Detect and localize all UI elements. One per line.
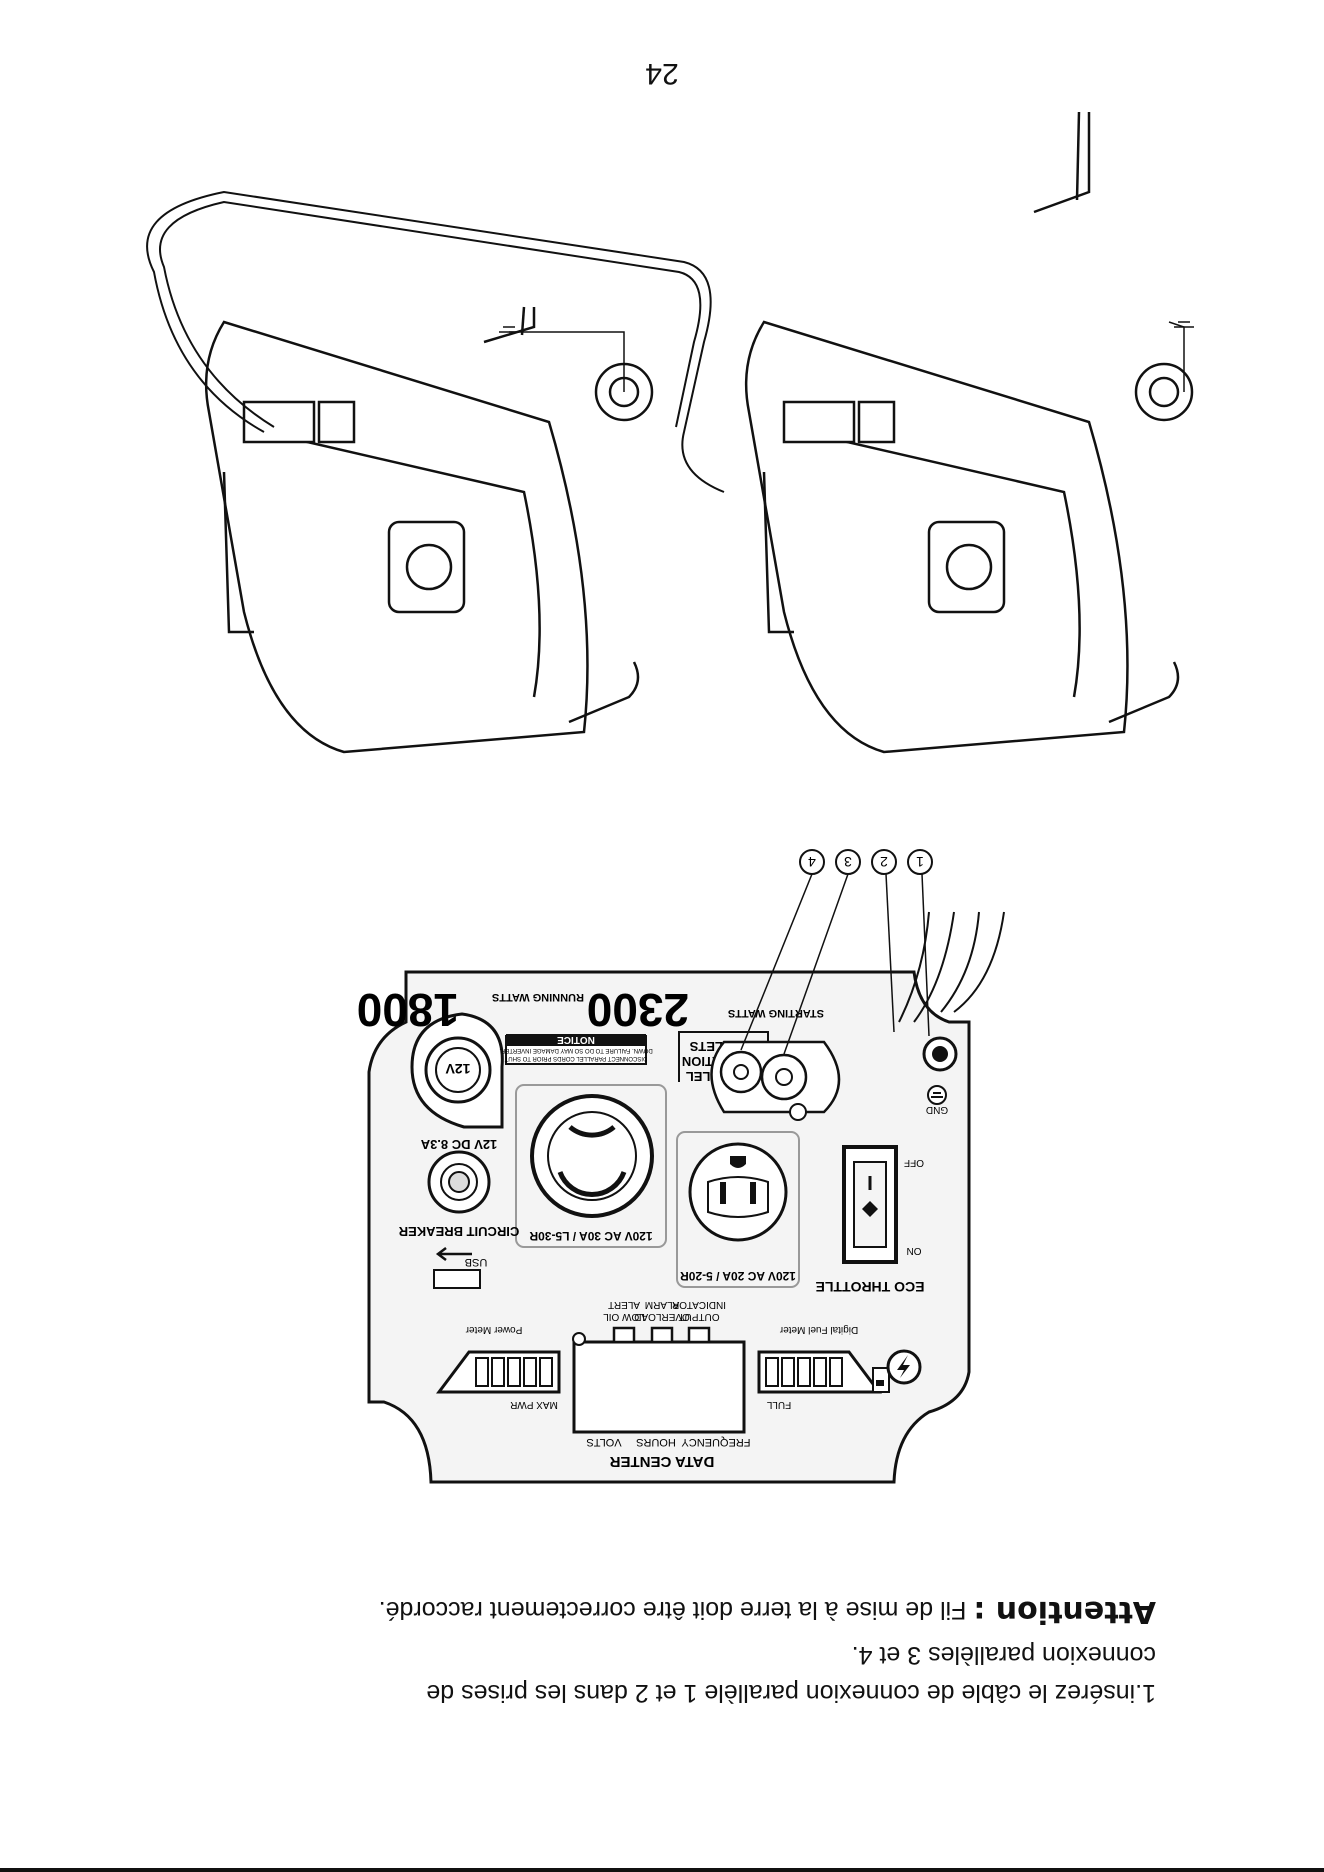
eco-throttle-label: ECO THROTTLE bbox=[816, 1279, 925, 1295]
status-dot bbox=[572, 1332, 586, 1346]
indicator-output-label: OUTPUT bbox=[678, 1311, 719, 1322]
outlet-30a[interactable] bbox=[530, 1094, 654, 1218]
generator-unit-right bbox=[204, 306, 654, 754]
parallel-cables bbox=[898, 911, 1005, 1023]
notice-title-bar bbox=[506, 1034, 646, 1046]
dc-12v-label: 12V DC 8.3A bbox=[420, 1137, 497, 1152]
data-center-display bbox=[572, 1340, 746, 1434]
callout-leaders bbox=[740, 873, 930, 1055]
ground-wires bbox=[499, 321, 1194, 392]
fuel-meter-segments bbox=[765, 1357, 843, 1387]
indicator-output-label-2: INDICATOR bbox=[672, 1299, 726, 1310]
usb-port[interactable] bbox=[433, 1269, 481, 1289]
callout-3: 3 bbox=[844, 854, 852, 870]
usb-icon bbox=[435, 1247, 472, 1261]
notice-title: NOTICE bbox=[557, 1034, 595, 1045]
callout-markers bbox=[799, 849, 933, 875]
indicator-lowoil-label: LOW OIL bbox=[603, 1311, 645, 1322]
outlet-20a[interactable] bbox=[688, 1142, 788, 1242]
indicator-overload-label: OVERLOAD bbox=[634, 1311, 690, 1322]
fuel-meter-label: Digital Fuel Meter bbox=[779, 1324, 858, 1335]
notice-text-1: DISCONNECT PARALLEL CORDS PRIOR TO SHUT bbox=[504, 1055, 647, 1061]
parallel-cable-loop bbox=[146, 190, 725, 493]
power-meter-segments bbox=[475, 1357, 553, 1387]
eco-throttle-switch[interactable] bbox=[842, 1145, 898, 1264]
indicator-lights bbox=[612, 1326, 711, 1344]
frequency-label: FREQUENCY bbox=[681, 1436, 751, 1448]
starting-watts-label: STARTING WATTS bbox=[728, 1007, 824, 1019]
usb-label: USB bbox=[465, 1256, 488, 1268]
generator-unit-left bbox=[744, 111, 1194, 754]
hours-label: HOURS bbox=[636, 1436, 676, 1448]
ground-symbol-icon bbox=[927, 1085, 947, 1105]
power-meter-label: Power Meter bbox=[465, 1324, 522, 1335]
fuel-pump-icon bbox=[872, 1367, 890, 1393]
fuel-full-label: FULL bbox=[766, 1399, 791, 1410]
dc-socket-label: 12V bbox=[445, 1061, 471, 1077]
eco-off-label: OFF bbox=[904, 1157, 924, 1168]
indicator-lowoil-label-2: ALERT bbox=[608, 1299, 640, 1310]
running-watts-label: RUNNING WATTS bbox=[492, 991, 584, 1003]
volts-label: VOLTS bbox=[586, 1436, 621, 1448]
callout-2: 2 bbox=[880, 854, 888, 870]
callout-4: 4 bbox=[808, 854, 816, 870]
dc-12v-socket[interactable] bbox=[410, 1012, 504, 1129]
page-number: 24 bbox=[645, 57, 679, 90]
ground-terminal[interactable] bbox=[922, 1036, 958, 1072]
outlet-20a-label: 120V AC 20A / 5-20R bbox=[680, 1269, 796, 1283]
outlet-30a-label: 120V AC 30A / L5-30R bbox=[529, 1229, 652, 1243]
parallel-outlet-pair[interactable] bbox=[710, 1040, 841, 1121]
eco-on-label: ON bbox=[907, 1245, 922, 1256]
gnd-label: GND bbox=[926, 1104, 948, 1115]
circuit-breaker-button[interactable] bbox=[427, 1150, 491, 1214]
data-center-label: DATA CENTER bbox=[609, 1453, 714, 1470]
max-pwr-label: MAX PWR bbox=[510, 1399, 558, 1410]
circuit-breaker-label: CIRCUIT BREAKER bbox=[398, 1224, 519, 1239]
indicator-overload-label-2: ALARM bbox=[645, 1299, 679, 1310]
callout-1: 1 bbox=[916, 854, 924, 870]
notice-text-2: DOWN. FAILURE TO DO SO MAY DAMAGE INVERT… bbox=[499, 1047, 653, 1053]
running-watts-value: 1800 bbox=[357, 984, 459, 1036]
starting-watts-value: 2300 bbox=[587, 984, 689, 1036]
power-bolt-icon bbox=[886, 1349, 922, 1385]
